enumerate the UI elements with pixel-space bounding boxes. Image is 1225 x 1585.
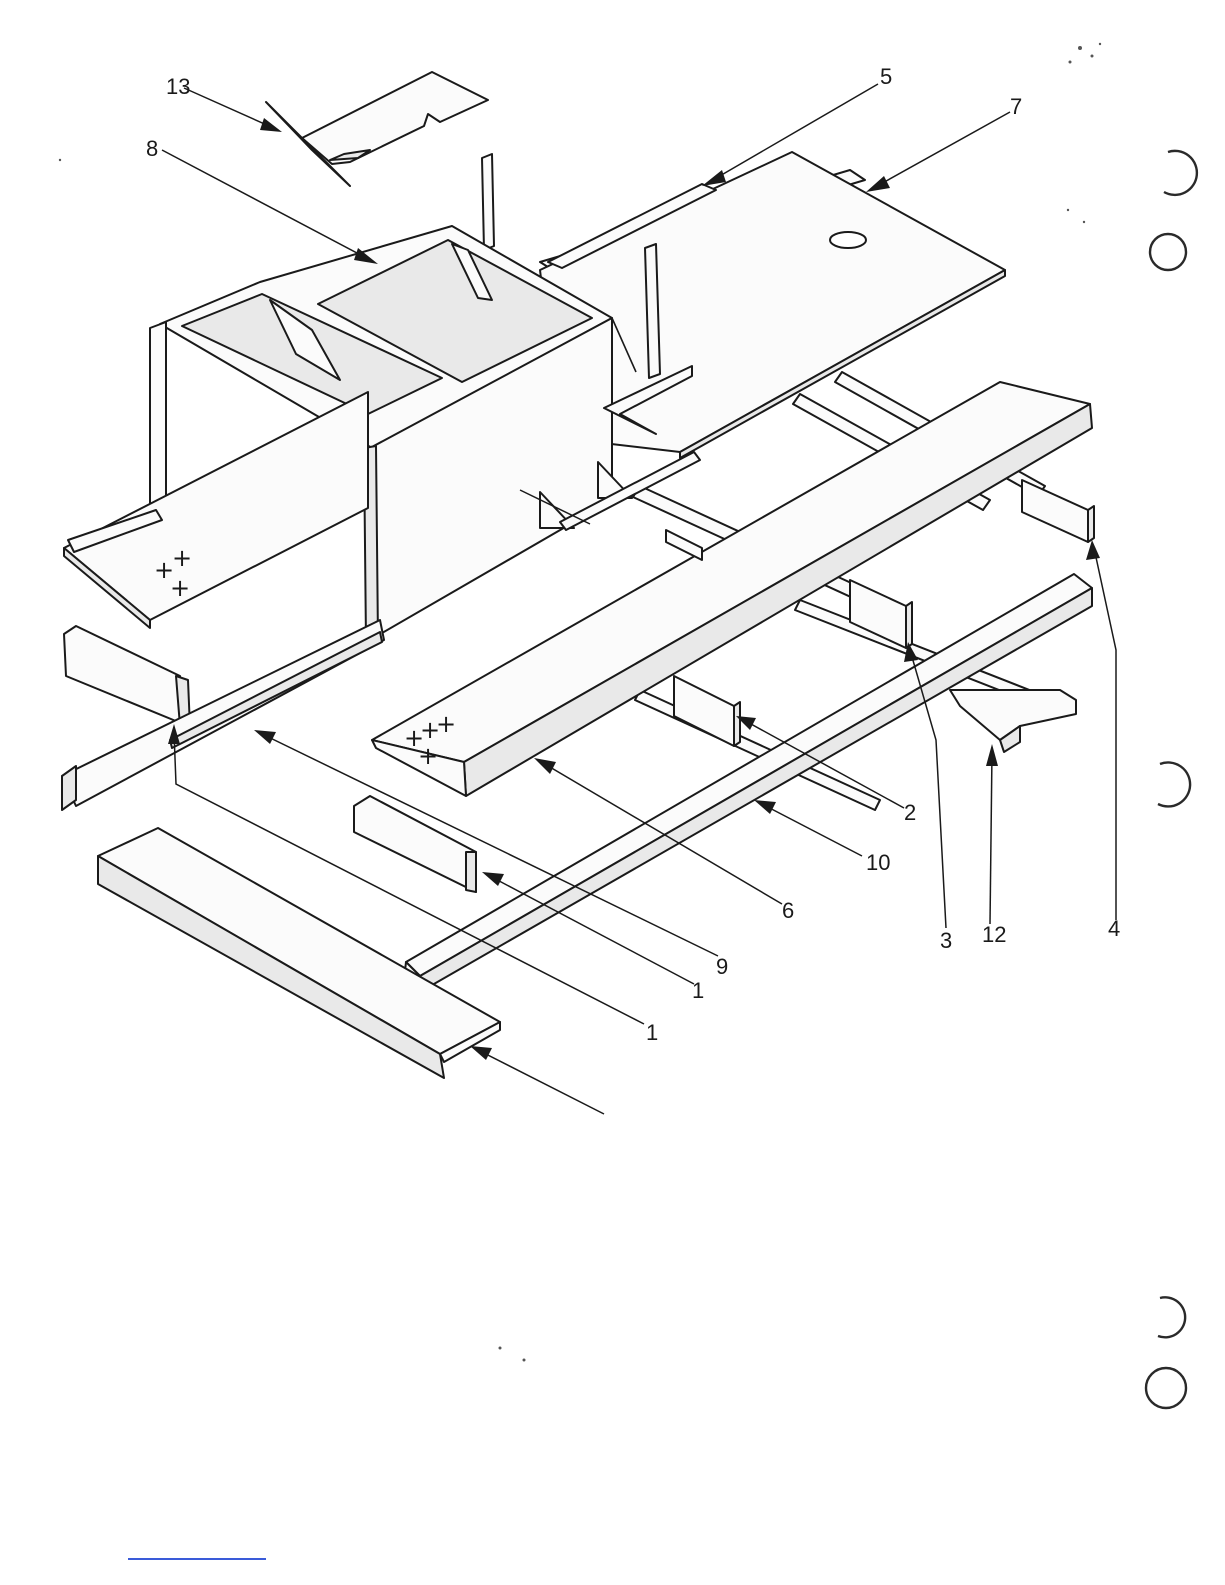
speck (499, 1347, 502, 1350)
speck (1067, 209, 1069, 211)
callout-7: 7 (1010, 94, 1022, 119)
arrowhead-12 (986, 744, 998, 766)
bevel-block-front (64, 626, 188, 726)
arrowhead-13 (260, 118, 282, 132)
leader-12 (990, 752, 992, 924)
leader-8 (162, 150, 374, 262)
page-bottom-rule (128, 1558, 266, 1560)
block-small-center (666, 530, 702, 560)
left-bevel-block (64, 626, 190, 728)
leader-10 (758, 802, 862, 856)
callout-6: 6 (782, 898, 794, 923)
part-1-block (354, 796, 476, 892)
arrowhead-bottom-angle (470, 1046, 492, 1060)
binder-hole-icon (1158, 762, 1190, 806)
arrowhead-6 (534, 758, 556, 774)
speck (1069, 61, 1072, 64)
callout-9: 9 (716, 954, 728, 979)
binder-holes (1146, 151, 1197, 1408)
leader-bottom-angle (474, 1048, 604, 1114)
binder-hole-icon (1158, 1297, 1185, 1337)
block-1 (354, 796, 476, 892)
speck (1083, 221, 1085, 223)
block-1-end (466, 852, 476, 892)
bracket-13-plate (302, 72, 488, 164)
arrowhead-4 (1086, 540, 1100, 560)
speck (59, 159, 61, 161)
binder-hole-icon (1146, 1368, 1186, 1408)
block-4-end (1088, 506, 1094, 542)
cross-mark: + (170, 574, 190, 602)
block-2 (674, 676, 734, 746)
callout-10: 10 (866, 850, 890, 875)
callout-8: 8 (146, 136, 158, 161)
leader-4 (1094, 548, 1116, 920)
callout-2: 2 (904, 800, 916, 825)
arrowhead-9 (254, 730, 276, 744)
part-12-channel (950, 690, 1076, 752)
arrowhead-1-upper (482, 872, 504, 886)
leader-7 (870, 112, 1010, 190)
callout-1-lower: 1 (646, 1020, 658, 1045)
block-2-end (734, 702, 740, 746)
callout-13: 13 (166, 74, 190, 99)
callout-3: 3 (940, 928, 952, 953)
block-4 (1022, 480, 1088, 542)
cab-left-post (150, 322, 166, 520)
arrowhead-10 (754, 800, 776, 814)
callout-1-upper: 1 (692, 978, 704, 1003)
post-left (482, 154, 494, 250)
speck (1099, 43, 1101, 45)
arrowhead-7 (866, 176, 890, 192)
block-3-end (906, 602, 912, 648)
callout-5: 5 (880, 64, 892, 89)
left-floor-plate (64, 392, 368, 628)
callout-12: 12 (982, 922, 1006, 947)
angle-10-top (406, 574, 1092, 976)
speck (1078, 46, 1082, 50)
floor-panel-hole (830, 232, 866, 248)
speck (1091, 55, 1094, 58)
binder-hole-icon (1150, 234, 1186, 270)
part-13-bracket (266, 72, 488, 186)
callout-labels: 13 8 5 7 2 10 6 3 12 4 9 1 1 (146, 64, 1120, 1045)
channel-rail-9-inner (170, 632, 382, 748)
speck (523, 1359, 526, 1362)
binder-hole-icon (1164, 151, 1197, 195)
cross-mark: + (436, 710, 456, 738)
cross-mark: + (418, 742, 438, 770)
cross-mark: + (172, 544, 192, 572)
callout-4: 4 (1108, 916, 1120, 941)
